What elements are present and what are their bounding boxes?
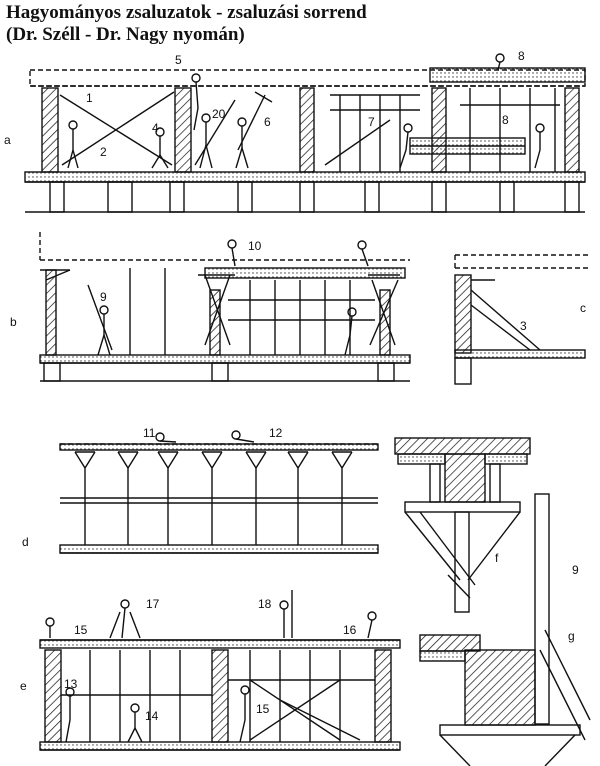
panel-label-a: a [4,133,11,147]
page-title: Hagyományos zsaluzatok - zsaluzási sorre… [6,2,367,23]
callout-1: 1 [86,91,93,105]
callout-13: 13 [64,677,78,691]
callout-5: 5 [175,53,182,67]
callout-18: 18 [258,597,272,611]
panel-label-g: g [568,629,575,643]
callout-10: 10 [248,239,262,253]
callout-3: 3 [520,319,527,333]
panel-b-drawing [39,232,411,382]
callout-7: 7 [368,115,375,129]
callout-4: 4 [152,121,159,135]
panel-label-d: d [22,535,29,549]
callout-12: 12 [269,426,283,440]
callout-11: 11 [143,426,156,440]
prop [117,451,139,545]
callout-8-top: 8 [518,49,525,63]
prop [287,451,309,545]
callout-9: 9 [100,290,107,304]
prop [331,451,353,545]
panel-label-f: f [495,551,499,565]
callout-9-g: 9 [572,563,579,577]
panel-a-drawing [24,53,586,213]
callout-2: 2 [100,145,107,159]
callout-8-bottom: 8 [502,113,509,127]
panel-label-b: b [10,315,17,329]
callout-15-right: 15 [256,702,270,716]
panel-label-e: e [20,679,27,693]
panel-g-drawing [419,493,591,766]
callout-16: 16 [343,623,357,637]
callout-17: 17 [146,597,160,611]
callout-20: 20 [212,107,226,121]
page-subtitle: (Dr. Széll - Dr. Nagy nyomán) [6,24,245,45]
prop [201,451,223,545]
callout-6: 6 [264,115,271,129]
prop [157,451,179,545]
callout-15-left: 15 [74,623,88,637]
panel-d-drawing [59,430,379,554]
callout-14: 14 [145,709,159,723]
panel-c-drawing [454,254,590,385]
panel-e-drawing [39,590,401,751]
prop [245,451,267,545]
panel-label-c: c [580,301,586,315]
prop [74,451,96,545]
panel-f-drawing [394,437,531,613]
